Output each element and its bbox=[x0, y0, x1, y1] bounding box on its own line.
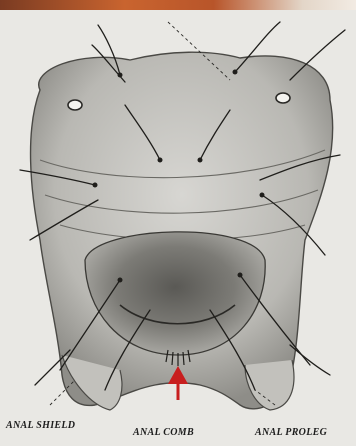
spiracle-left bbox=[68, 100, 82, 110]
label-anal-proleg: ANAL PROLEG bbox=[255, 427, 327, 438]
label-anal-comb: ANAL COMB bbox=[133, 427, 194, 438]
larva-posterior-illustration bbox=[0, 10, 356, 446]
spiracle-right bbox=[276, 93, 290, 103]
label-anal-shield: ANAL SHIELD bbox=[6, 420, 75, 431]
